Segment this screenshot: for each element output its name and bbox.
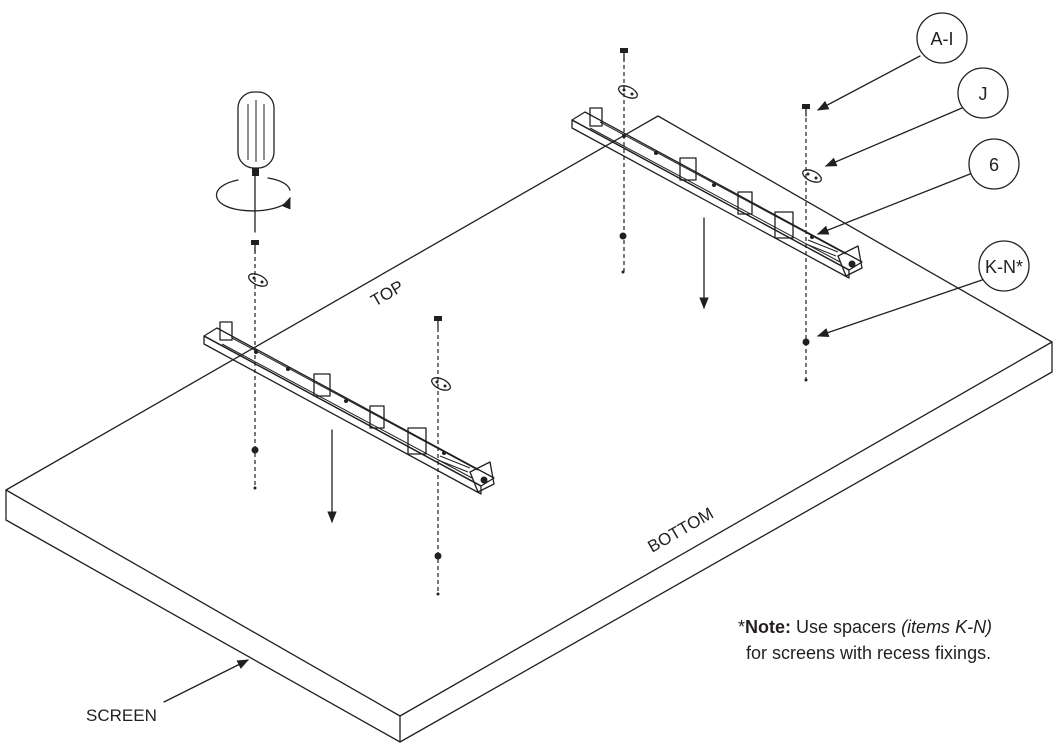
screen-label: SCREEN <box>86 706 157 725</box>
svg-text:A-I: A-I <box>930 29 953 49</box>
note-bold: Note: <box>745 617 792 637</box>
screen-callout: SCREEN <box>86 659 250 725</box>
svg-text:K-N*: K-N* <box>985 257 1023 277</box>
fixing-lines <box>254 58 807 594</box>
bottom-label: BOTTOM <box>645 504 717 557</box>
top-label: TOP <box>368 277 407 311</box>
spacer-icon <box>251 446 259 454</box>
washer-icon <box>248 273 268 287</box>
spacer-icon <box>802 338 810 346</box>
svg-text:J: J <box>979 84 988 104</box>
note-line-2: for screens with recess fixings. <box>746 643 992 663</box>
screw-icon <box>251 240 259 253</box>
note-italic: (items K-N) <box>901 617 993 637</box>
callout-6: 6 <box>816 138 1020 235</box>
screw-icon <box>620 48 628 61</box>
spacer-note: *Note: Use spacers (items K-N) for scree… <box>738 614 1038 666</box>
callout-a-i: A-I <box>816 12 968 111</box>
washer-icon <box>431 377 451 391</box>
screen-slab <box>5 115 1053 743</box>
bracket-top <box>571 107 863 279</box>
bracket-bottom <box>203 321 495 495</box>
spacer-icon <box>619 232 627 240</box>
fixing-parts <box>248 48 822 596</box>
washer-icon <box>802 169 822 183</box>
note-asterisk: * <box>738 617 746 637</box>
callout-j: J <box>824 67 1009 167</box>
svg-text:6: 6 <box>989 155 999 175</box>
screw-icon <box>434 316 442 329</box>
spacer-icon <box>434 552 442 560</box>
down-arrows <box>327 217 709 524</box>
washer-icon <box>618 85 638 99</box>
note-text: Use spacers <box>791 617 902 637</box>
screw-icon <box>802 104 810 117</box>
screwdriver-icon <box>215 91 291 233</box>
callout-k-n: K-N* <box>816 240 1030 338</box>
